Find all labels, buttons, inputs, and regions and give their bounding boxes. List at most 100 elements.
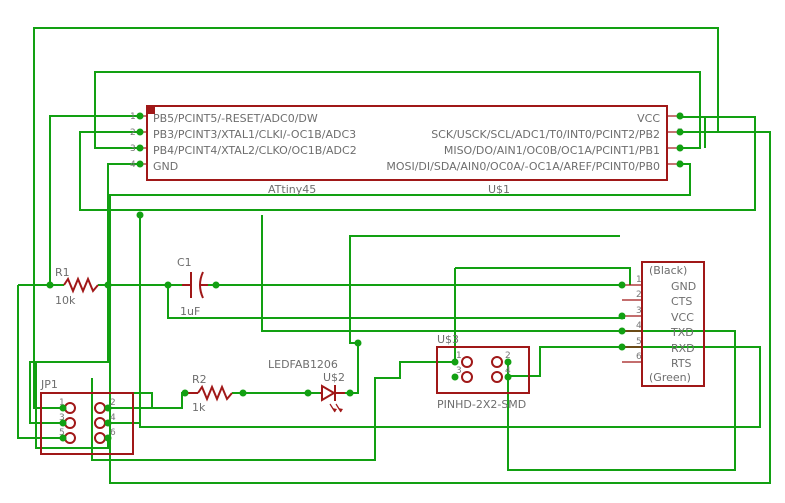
wire-jp1-low <box>35 362 109 449</box>
wire-sck <box>33 27 719 409</box>
jp1-pin-num: 3 <box>59 413 65 423</box>
junction <box>504 358 512 366</box>
junction <box>618 281 626 289</box>
chip-pin-label: GND <box>153 160 178 173</box>
led-designator: U$2 <box>323 371 345 384</box>
jp1-pin-num: 5 <box>59 428 65 438</box>
junction <box>136 160 144 168</box>
junction <box>59 404 67 412</box>
junction <box>346 389 354 397</box>
chip-pin-label: VCC <box>637 112 660 125</box>
ftdi-pin-num: 5 <box>636 337 642 347</box>
wire-u3-right <box>507 346 622 377</box>
wire-led-right <box>345 235 455 394</box>
wire-jp1-r1 <box>108 346 761 428</box>
r1-value: 10k <box>55 294 76 307</box>
junctions <box>46 112 684 442</box>
junction <box>59 419 67 427</box>
chip-pin-label: MOSI/DI/SDA/AIN0/OC0A/-OC1A/AREF/PCINT0/… <box>386 160 660 173</box>
chip-pin-num: 4 <box>130 160 136 170</box>
chip-pin-num: 1 <box>130 112 136 122</box>
junction <box>239 389 247 397</box>
chip-pin-label: PB3/PCINT3/XTAL1/CLKI/-OC1B/ADC3 <box>153 128 356 141</box>
header-u3: 1 2 3 4 U$3 PINHD-2X2-SMD <box>436 333 530 411</box>
ftdi-pin-label: CTS <box>671 295 692 308</box>
junction <box>676 144 684 152</box>
header-jp1: 1 2 3 4 5 6 JP1 <box>40 378 134 455</box>
wire-reset <box>49 115 140 285</box>
junction <box>136 128 144 136</box>
junction <box>618 327 626 335</box>
u3-value: PINHD-2X2-SMD <box>437 398 526 411</box>
wire-miso-loop <box>94 71 701 149</box>
junction <box>104 281 112 289</box>
r2-name: R2 <box>192 373 207 386</box>
r1-name: R1 <box>55 266 70 279</box>
junction <box>46 281 54 289</box>
junction <box>618 312 626 320</box>
junction <box>181 389 189 397</box>
wire-r2-left <box>108 392 185 409</box>
led-u2: LEDFAB1206 U$2 <box>268 358 345 413</box>
wires <box>17 27 771 484</box>
resistor-r2: R2 1k <box>185 373 233 414</box>
u3-pin-num: 3 <box>456 366 462 376</box>
junction <box>136 211 144 219</box>
chip-attiny45: 1 2 3 4 PB5/PCINT5/-RESET/ADC0/DW PB3/PC… <box>130 105 683 196</box>
ftdi-pin-num: 6 <box>636 352 642 362</box>
junction <box>136 112 144 120</box>
ftdi-pin-num: 4 <box>636 321 642 331</box>
junction <box>164 281 172 289</box>
ftdi-pin-num: 2 <box>636 290 642 300</box>
wire-mosi <box>109 131 771 484</box>
jp1-pin-num: 6 <box>110 428 116 438</box>
ftdi-body <box>641 261 705 387</box>
junction <box>618 343 626 351</box>
ftdi-bottom-label: (Green) <box>649 371 691 384</box>
resistor-r1: R1 10k <box>55 266 99 307</box>
junction <box>104 419 112 427</box>
junction <box>354 339 362 347</box>
led-name: LEDFAB1206 <box>268 358 338 371</box>
chip-body <box>146 105 668 181</box>
wire-txd <box>261 215 622 332</box>
chip-designator: U$1 <box>488 183 510 196</box>
junction <box>136 144 144 152</box>
jp1-pin-num: 1 <box>59 398 65 408</box>
junction <box>59 434 67 442</box>
jp1-name: JP1 <box>40 378 58 391</box>
junction <box>451 373 459 381</box>
junction <box>676 128 684 136</box>
ftdi-pin-label: VCC <box>671 311 694 324</box>
junction <box>504 373 512 381</box>
c1-value: 1uF <box>180 305 200 318</box>
chip-pin-num: 2 <box>130 128 136 138</box>
junction <box>676 160 684 168</box>
capacitor-c1: C1 1uF <box>177 256 208 318</box>
chip-pin-label: MISO/DO/AIN1/OC0B/OC1A/PCINT1/PB1 <box>444 144 660 157</box>
u3-pin-num: 2 <box>505 351 511 361</box>
c1-name: C1 <box>177 256 192 269</box>
wire-vcc <box>680 116 706 148</box>
u3-name: U$3 <box>437 333 459 346</box>
u3-pin-num: 4 <box>505 366 511 376</box>
chip-pin-label: PB4/PCINT4/XTAL2/CLKO/OC1B/ADC2 <box>153 144 357 157</box>
ftdi-pin-label: RXD <box>671 342 695 355</box>
ftdi-pin-num: 1 <box>636 275 642 285</box>
ftdi-top-label: (Black) <box>649 264 687 277</box>
chip-name: ATtiny45 <box>268 183 316 196</box>
junction <box>676 112 684 120</box>
wire-jp1-left <box>17 285 63 439</box>
junction <box>451 358 459 366</box>
wire-u3-down <box>507 330 736 471</box>
junction <box>304 389 312 397</box>
u3-pin-num: 1 <box>456 351 462 361</box>
chip-pin-label: PB5/PCINT5/-RESET/ADC0/DW <box>153 112 318 125</box>
wire-vcc-down <box>108 215 141 424</box>
jp1-pin-num: 4 <box>110 413 116 423</box>
wire-pb3 <box>79 116 756 211</box>
ftdi-pin-label: RTS <box>671 357 692 370</box>
wire-gnd-c1-down <box>167 285 622 319</box>
chip-pin-label: SCK/USCK/SCL/ADC1/T0/INT0/PCINT2/PB2 <box>431 128 660 141</box>
